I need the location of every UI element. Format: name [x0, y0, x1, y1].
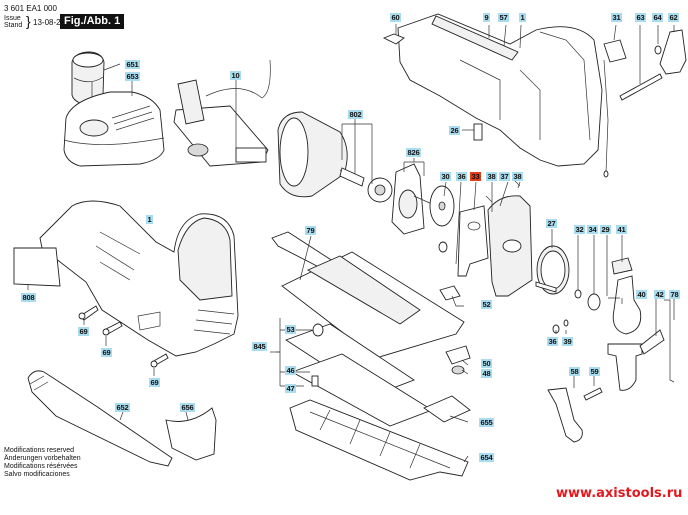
part-label-31[interactable]: 31: [611, 13, 622, 22]
modifications-notes: Modifications reserved Änderungen vorbeh…: [4, 447, 81, 479]
gear-drawing: [535, 245, 570, 295]
note-fr: Modifications résérvées: [4, 463, 78, 470]
part-label-64[interactable]: 64: [652, 13, 663, 22]
part-label-36-upper[interactable]: 36: [456, 172, 467, 181]
part-label-36-lower[interactable]: 36: [547, 337, 558, 346]
part-label-652[interactable]: 652: [115, 403, 130, 412]
part-label-29[interactable]: 29: [600, 225, 611, 234]
part-label-845[interactable]: 845: [252, 342, 267, 351]
charger-drawing: [63, 91, 165, 167]
part-label-655[interactable]: 655: [479, 418, 494, 427]
part-code: 3 601 EA1 000: [4, 4, 57, 13]
base-plate-drawing: [281, 251, 471, 427]
part-label-47[interactable]: 47: [285, 384, 296, 393]
part-label-27[interactable]: 27: [546, 219, 557, 228]
guide-plate-drawing: [457, 205, 489, 277]
part-label-802[interactable]: 802: [348, 110, 363, 119]
part-label-58[interactable]: 58: [569, 367, 580, 376]
issue-date: 13-08-26: [33, 18, 66, 27]
part-label-48[interactable]: 48: [481, 369, 492, 378]
part-label-78[interactable]: 78: [669, 290, 680, 299]
stand-label: Stand: [4, 22, 23, 29]
housing-left-drawing: [39, 200, 239, 357]
part-label-1-housing[interactable]: 1: [519, 13, 526, 22]
part-label-39[interactable]: 39: [562, 337, 573, 346]
issue-label: Issue: [4, 15, 21, 22]
gear-housing-drawing: [391, 163, 433, 235]
website-watermark[interactable]: www.axistools.ru: [556, 486, 683, 501]
note-de: Änderungen vorbehalten: [4, 455, 81, 462]
part-label-37[interactable]: 37: [499, 172, 510, 181]
label-card-drawing: [13, 247, 61, 287]
part-label-46[interactable]: 46: [285, 366, 296, 375]
switch-module-drawing: [173, 59, 271, 167]
part-label-32[interactable]: 32: [574, 225, 585, 234]
part-label-9[interactable]: 9: [483, 13, 490, 22]
housing-right-drawing: [382, 13, 609, 178]
part-label-69-c[interactable]: 69: [149, 378, 160, 387]
part-label-40[interactable]: 40: [636, 290, 647, 299]
part-label-57[interactable]: 57: [498, 13, 509, 22]
figure-label: Fig./Abb. 1: [60, 14, 125, 29]
motor-drawing: [277, 111, 393, 203]
part-label-26[interactable]: 26: [449, 126, 460, 135]
part-label-34[interactable]: 34: [587, 225, 598, 234]
part-label-53[interactable]: 53: [285, 325, 296, 334]
part-label-656[interactable]: 656: [180, 403, 195, 412]
part-label-651[interactable]: 651: [125, 60, 140, 69]
part-label-52[interactable]: 52: [481, 300, 492, 309]
part-label-38-left[interactable]: 38: [486, 172, 497, 181]
part-label-69-b[interactable]: 69: [101, 348, 112, 357]
base-frame-drawing: [289, 395, 471, 481]
issue-stand-label: Issue Stand: [4, 15, 22, 29]
part-label-60[interactable]: 60: [390, 13, 401, 22]
note-es: Salvo modificaciones: [4, 471, 70, 478]
part-label-69-a[interactable]: 69: [78, 327, 89, 336]
part-label-33[interactable]: 33: [470, 172, 481, 181]
part-label-826[interactable]: 826: [406, 148, 421, 157]
blade-guard-drawing: [165, 407, 217, 461]
saw-blade-drawing: [27, 370, 173, 467]
part-label-653[interactable]: 653: [125, 72, 140, 81]
part-label-808[interactable]: 808: [21, 293, 36, 302]
part-label-59[interactable]: 59: [589, 367, 600, 376]
part-label-30[interactable]: 30: [440, 172, 451, 181]
part-label-41[interactable]: 41: [616, 225, 627, 234]
note-en: Modifications reserved: [4, 447, 75, 454]
part-label-654[interactable]: 654: [479, 453, 494, 462]
leader-lines: [27, 24, 675, 463]
part-label-63[interactable]: 63: [635, 13, 646, 22]
part-label-42[interactable]: 42: [654, 290, 665, 299]
part-label-10[interactable]: 10: [230, 71, 241, 80]
part-label-79[interactable]: 79: [305, 226, 316, 235]
part-label-62[interactable]: 62: [668, 13, 679, 22]
part-label-50[interactable]: 50: [481, 359, 492, 368]
brace: }: [26, 13, 31, 29]
part-label-1-left-housing[interactable]: 1: [146, 215, 153, 224]
part-label-38-right[interactable]: 38: [512, 172, 523, 181]
